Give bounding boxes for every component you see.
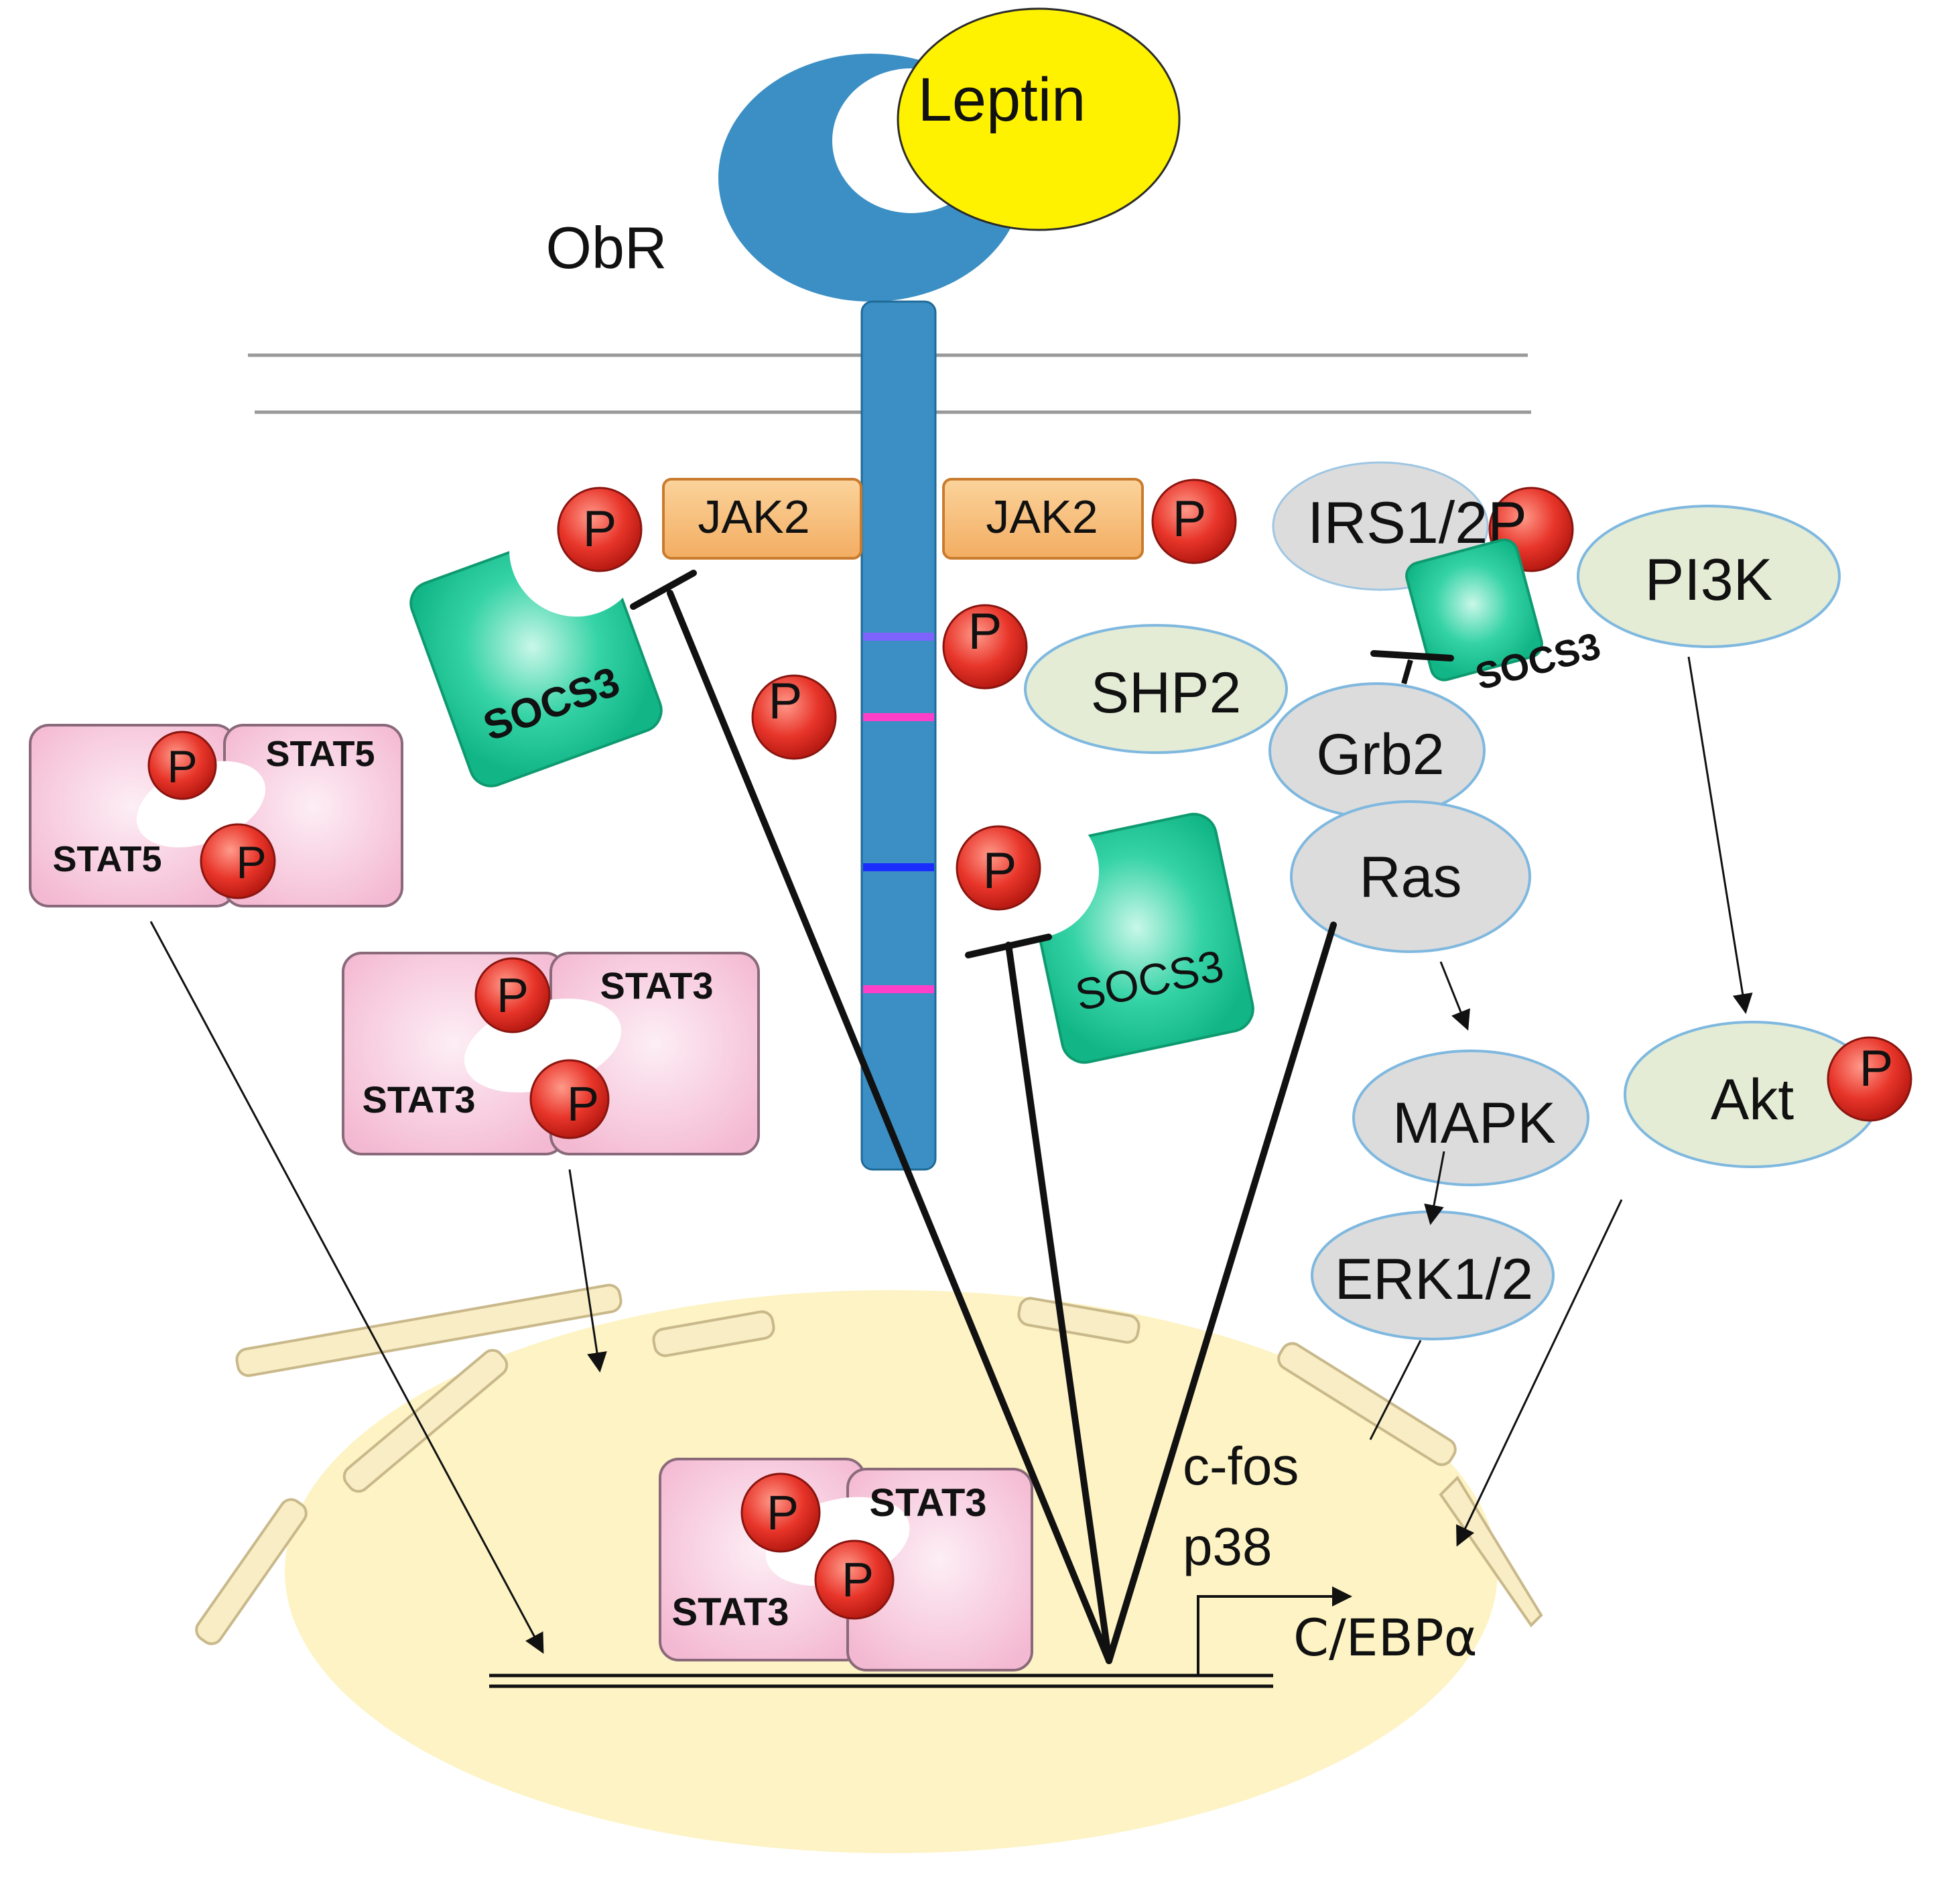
phospho-group: P P P P P P P P (147, 479, 1912, 1620)
svg-text:P: P (1173, 491, 1207, 548)
jak2-right-box (942, 478, 1144, 560)
thick-lines (630, 570, 1454, 1664)
receptor-band (863, 633, 934, 641)
shp2-oval (1024, 624, 1288, 754)
phospho-akt: P (1827, 1036, 1912, 1122)
phospho-receptor-free: P (751, 673, 837, 760)
svg-text:P: P (968, 603, 1002, 660)
phospho-socs3-middle: P (956, 825, 1041, 911)
stat3-nucleus-dimer: STAT3 STAT3 (659, 1458, 1033, 1671)
svg-text:P: P (842, 1554, 874, 1607)
svg-text:P: P (167, 741, 197, 792)
phospho-jak2-right: P (1151, 479, 1237, 564)
ras-oval (1290, 800, 1531, 953)
akt-label: Akt (1711, 1068, 1794, 1132)
obr-receptor-stalk (860, 300, 937, 1171)
arrow-pi3k-to-akt (1687, 656, 1753, 1014)
phospho-jak2-left: P (557, 487, 643, 572)
line-ras-to-dna (1106, 922, 1337, 1664)
shp2-label: SHP2 (1091, 661, 1242, 725)
svg-text:P: P (1859, 1040, 1894, 1097)
nuclear-pore-segment (235, 1283, 623, 1377)
receptor-band (863, 985, 934, 993)
arrow-stat3-to-nucleus (568, 1169, 607, 1373)
stat3-cyto-label-left: STAT3 (362, 1078, 475, 1121)
nuclear-pore-segment (1277, 1342, 1457, 1466)
arrow-akt-to-cebpa (1456, 1199, 1623, 1547)
cebpa-label: C/EBPα (1293, 1608, 1478, 1667)
svg-text:P: P (583, 501, 617, 558)
phospho-stat3-cyto-bottom: P (529, 1059, 610, 1139)
pi3k-oval (1577, 505, 1841, 648)
arrow-stat5-to-dna (149, 921, 544, 1654)
obr-label: ObR (546, 214, 667, 281)
p38-label: p38 (1183, 1517, 1272, 1576)
line-socs3-top-right-stub (1401, 659, 1413, 685)
phospho-stat3-cyto-top: P (474, 957, 551, 1033)
nuclear-pore-segment (195, 1498, 308, 1645)
line-socs3-top-right-bar (1370, 650, 1454, 661)
ras-label: Ras (1360, 845, 1462, 909)
jak2-left-box (662, 478, 862, 560)
svg-text:P: P (769, 673, 803, 730)
socs3-top-right: SOCS3 (1405, 538, 1605, 698)
erk-label: ERK1/2 (1335, 1247, 1533, 1312)
phospho-stat5-top: P (147, 731, 217, 800)
line-erk-to-cfos (1369, 1340, 1422, 1440)
jak2-left-label: JAK2 (698, 491, 809, 543)
cfos-label: c-fos (1183, 1436, 1299, 1496)
line-jak2-inhibition-bar (630, 570, 697, 610)
transcription-start-arrow (1197, 1586, 1352, 1676)
stat5-label-right: STAT5 (265, 734, 375, 774)
svg-text:P: P (236, 837, 266, 888)
receptor-band (863, 713, 934, 721)
leptin-label: Leptin (918, 66, 1086, 134)
jak2-right-label: JAK2 (986, 491, 1098, 543)
phospho-stat5-bottom: P (200, 823, 276, 899)
pi3k-label: PI3K (1645, 546, 1773, 613)
arrow-ras-to-mapk (1439, 961, 1470, 1031)
thin-arrows (149, 656, 1753, 1654)
socs3-top-left: SOCS3 (409, 483, 663, 787)
svg-text:P: P (767, 1487, 799, 1540)
svg-text:P: P (567, 1078, 599, 1131)
phospho-shp2: P (942, 603, 1028, 690)
nuclear-pore-segment (1439, 1475, 1543, 1628)
phospho-stat3-nuc-bottom: P (814, 1539, 895, 1620)
stat3-cyto-label-right: STAT3 (600, 964, 713, 1007)
nuclear-envelope (195, 1283, 1543, 1645)
nuclear-pore-segment (1017, 1297, 1140, 1344)
svg-text:P: P (983, 842, 1017, 899)
line-socs3-middle-inhibition (1005, 942, 1112, 1664)
line-socs3-middle-inhibition-bar (965, 934, 1052, 958)
stat3-nuc-label-right: STAT3 (869, 1481, 986, 1525)
nuclear-pore-segment (342, 1348, 509, 1493)
svg-text:P: P (497, 969, 529, 1023)
stat3-nuc-label-left: STAT3 (671, 1590, 789, 1634)
phospho-stat3-nuc-top: P (740, 1472, 821, 1553)
mapk-label: MAPK (1392, 1091, 1556, 1155)
leptin-ligand (897, 7, 1181, 231)
grb2-label: Grb2 (1316, 722, 1444, 787)
line-jak2-inhibition (667, 590, 1112, 1664)
receptor-band (863, 863, 934, 871)
stat5-label-left: STAT5 (52, 839, 161, 879)
mapk-oval (1352, 1050, 1589, 1186)
arrow-mapk-to-erk (1424, 1151, 1445, 1225)
nuclear-pore-segment (652, 1310, 775, 1357)
